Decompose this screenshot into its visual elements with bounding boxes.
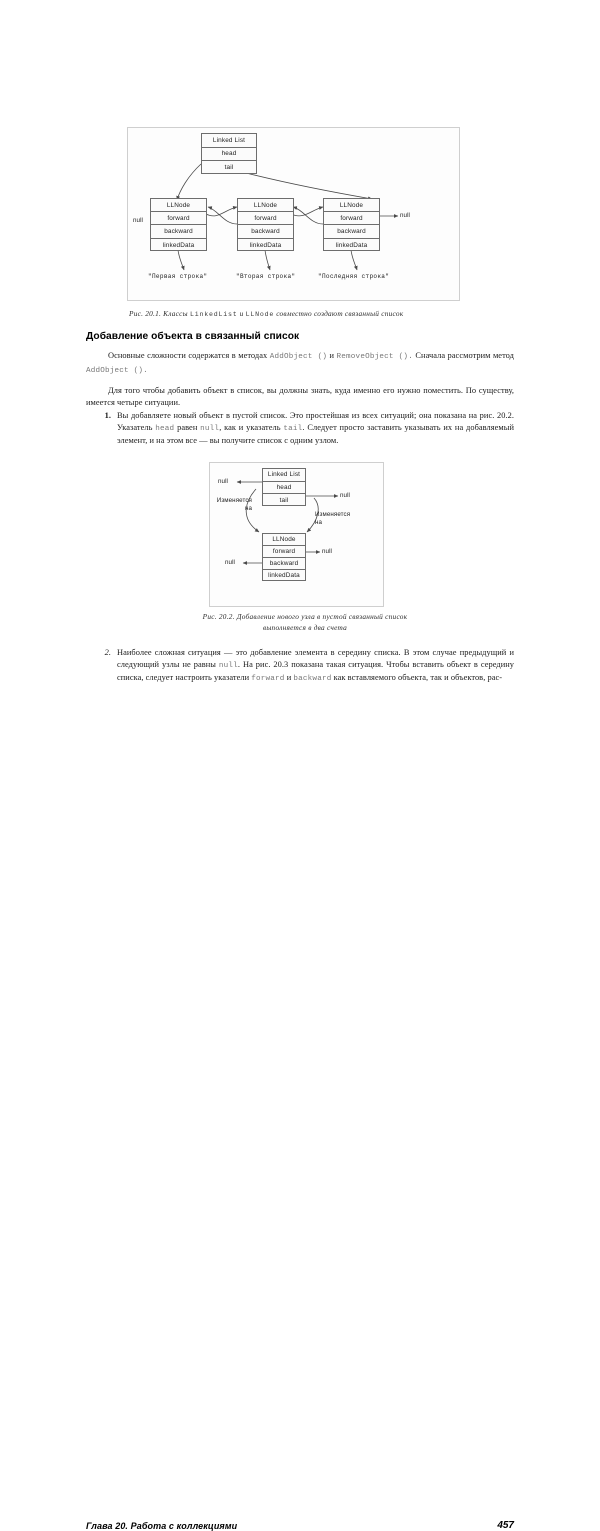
list-item: 1. Вы добавляете новый объект в пустой с…	[105, 410, 514, 447]
list-item-2-text: Наиболее сложная ситуация — это добавлен…	[117, 648, 515, 684]
paragraph-four-situations: Для того чтобы добавить объект в список,…	[86, 386, 514, 407]
fig1-caption-a: Классы	[163, 309, 188, 318]
list-item: 2. Наиболее сложная ситуация — это добав…	[105, 647, 515, 686]
para1-text-b: и	[327, 351, 337, 360]
fig2-llnode-field-forward: forward	[263, 546, 305, 558]
list-item-2-marker: 2.	[104, 648, 111, 657]
footer-chapter-title: Глава 20. Работа с коллекциями	[86, 1521, 238, 1531]
figure-20-2-frame: Linked List head tail LLNode forward bac…	[209, 462, 384, 607]
paragraph-intro: Основные сложности содержатся в методах …	[86, 350, 514, 377]
linked-list-title: Linked List	[202, 134, 256, 148]
fig2-changes-label-right: Изменяется на	[315, 511, 351, 527]
item1-text-code-1: head	[155, 424, 175, 433]
para1-code-addobject: AddObject ()	[269, 353, 328, 361]
item2-text-seg-4: и	[284, 673, 294, 683]
fig2-changes-label-left: Изменяется на	[216, 497, 252, 513]
fig1-caption-code-1: LinkedList	[189, 311, 238, 318]
llnode-box-2: LLNode forward backward linkedData	[237, 198, 294, 251]
llnode-3-field-linkeddata: linkedData	[335, 241, 368, 249]
figure-20-1-caption: Рис. 20.1. Классы LinkedList и LLNode со…	[129, 309, 529, 320]
llnode-1-title: LLNode	[151, 199, 206, 213]
item2-text-seg-6: как вставляемого объекта, так и объектов…	[331, 673, 503, 683]
linked-list-field-tail: tail	[224, 164, 234, 172]
figure-20-1-frame: Linked List head tail LLNode forward bac…	[127, 127, 460, 301]
list-item-1-marker: 1.	[104, 411, 111, 420]
fig2-null-forward: null	[322, 548, 333, 555]
fig2-linked-list-box: Linked List head tail	[262, 468, 306, 506]
fig1-caption-c: совместно создают связанный список	[276, 309, 404, 318]
item1-text-seg-6: . Следует просто заставить указывать их …	[117, 422, 514, 446]
page-title: Добавление объекта в связанный список	[86, 331, 300, 342]
fig1-caption-b: и	[239, 309, 244, 318]
llnode-2-field-forward: forward	[238, 212, 293, 226]
fig2-llnode-box: LLNode forward backward linkedData	[262, 533, 306, 581]
llnode-1-field-linkeddata: linkedData	[162, 241, 195, 249]
fig1-data-label-2: "Вторая строка"	[236, 273, 296, 280]
fig2-linked-list-field-head: head	[263, 482, 305, 495]
llnode-box-1: LLNode forward backward linkedData	[150, 198, 207, 251]
fig2-caption-text: Добавление нового узла в пустой связанны…	[236, 612, 408, 632]
fig2-llnode-field-backward: backward	[263, 558, 305, 570]
llnode-3-title: LLNode	[324, 199, 379, 213]
item2-text-seg-0: Наиболее сложная ситуация — это добавлен…	[117, 648, 514, 669]
footer-page-number: 457	[497, 1520, 514, 1531]
llnode-1-field-forward: forward	[151, 212, 206, 226]
llnode-2-title: LLNode	[238, 199, 293, 213]
llnode-box-3: LLNode forward backward linkedData	[323, 198, 380, 251]
item1-text-seg-4: , как и указатель	[219, 422, 284, 432]
item2-text-code-1: null	[218, 661, 238, 670]
fig1-caption-prefix: Рис. 20.1.	[129, 309, 162, 318]
para1-code-removeobject: RemoveObject ().	[336, 353, 413, 361]
llnode-3-field-backward: backward	[324, 225, 379, 239]
llnode-2-field-backward: backward	[238, 225, 293, 239]
item1-text-code-3: null	[200, 424, 220, 433]
para1-code-addobject-2: AddObject ().	[86, 366, 148, 375]
linked-list-box: Linked List head tail	[201, 133, 257, 174]
para1-text-a: Основные сложности содержатся в методах	[108, 351, 270, 360]
item2-text-code-3: forward	[251, 675, 285, 684]
fig2-llnode-field-linkeddata: linkedData	[268, 572, 300, 580]
linked-list-field-head: head	[202, 148, 256, 162]
fig1-data-label-1: "Первая строка"	[148, 273, 208, 280]
document-page: Linked List head tail LLNode forward bac…	[0, 127, 600, 1531]
fig1-data-label-3: "Последняя строка"	[318, 273, 390, 280]
fig2-null-backward: null	[225, 559, 236, 566]
fig2-null-head: null	[218, 478, 229, 485]
fig1-caption-code-2: LLNode	[245, 311, 275, 318]
fig1-null-right: null	[400, 212, 411, 219]
llnode-3-field-forward: forward	[324, 212, 379, 226]
item1-text-seg-0: Вы добавляете новый объект в пустой спис…	[117, 411, 514, 432]
fig1-null-left: null	[133, 217, 144, 224]
item1-text-seg-2: равен	[174, 422, 201, 432]
llnode-2-field-linkeddata: linkedData	[249, 241, 282, 249]
fig2-linked-list-field-tail: tail	[279, 496, 289, 504]
figure-20-2-caption: Рис. 20.2. Добавление нового узла в пуст…	[190, 612, 420, 633]
item1-text-code-5: tail	[283, 424, 303, 433]
llnode-1-field-backward: backward	[151, 225, 206, 239]
fig2-linked-list-title: Linked List	[263, 469, 305, 482]
page-footer: Глава 20. Работа с коллекциями 457	[0, 808, 600, 1531]
fig2-caption-prefix: Рис. 20.2.	[202, 612, 235, 621]
list-item-1-text: Вы добавляете новый объект в пустой спис…	[117, 411, 514, 445]
fig2-null-tail: null	[340, 492, 351, 499]
para1-text-c: Сначала рассмотрим метод	[412, 351, 514, 360]
item2-text-seg-2: . На рис. 20.3 показана такая ситуация. …	[117, 659, 515, 683]
item2-text-code-5: backward	[293, 675, 332, 684]
fig2-llnode-title: LLNode	[263, 534, 305, 546]
